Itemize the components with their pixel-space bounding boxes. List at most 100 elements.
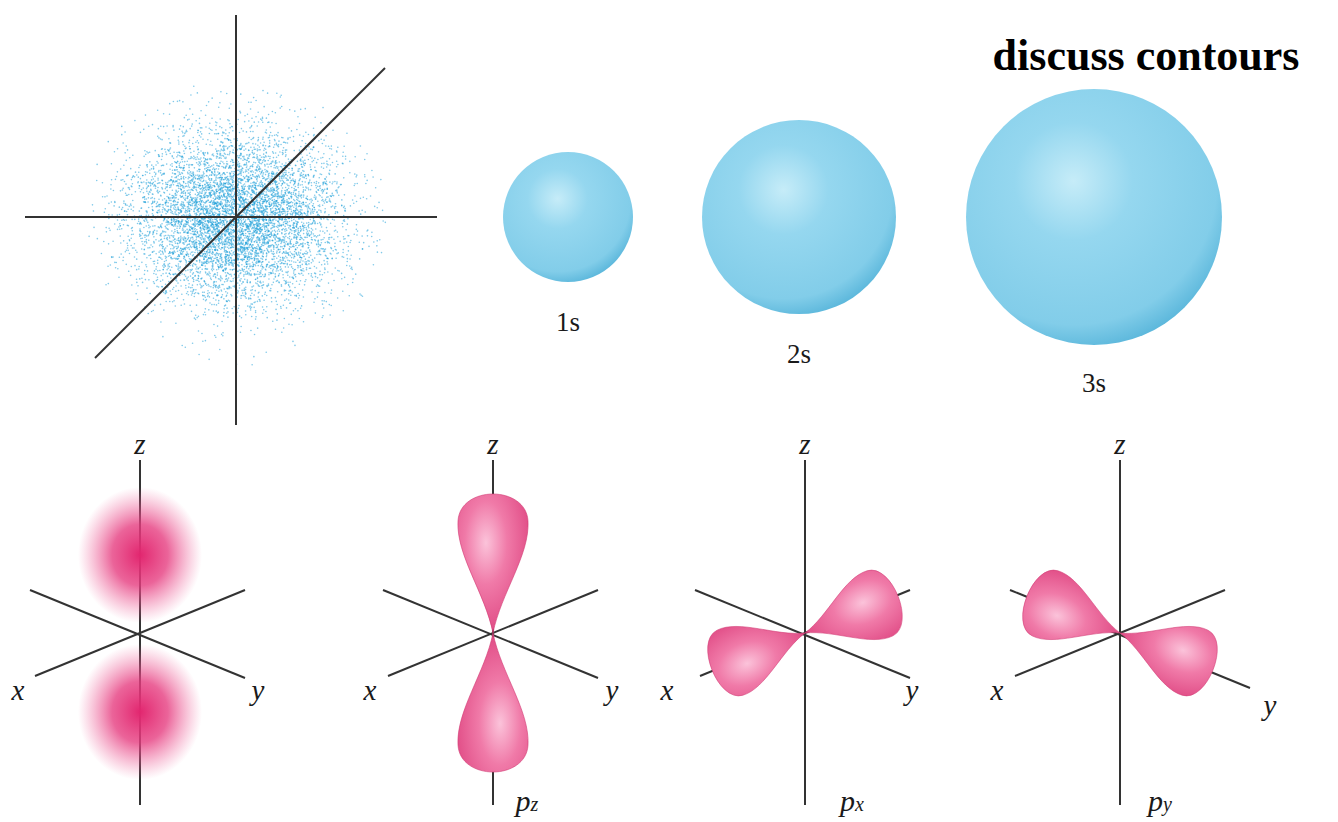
cloud-dot (186, 251, 188, 253)
cloud-dot (322, 315, 324, 317)
cloud-dot (241, 283, 243, 285)
cloud-dot (219, 195, 221, 197)
cloud-dot (291, 168, 293, 170)
cloud-dot (250, 233, 252, 235)
cloud-dot (301, 305, 303, 307)
cloud-dot (219, 126, 221, 128)
cloud-dot (302, 289, 304, 291)
cloud-dot (200, 157, 202, 159)
cloud-dot (206, 105, 208, 107)
cloud-dot (172, 245, 174, 247)
cloud-dot (285, 261, 287, 263)
cloud-dot (231, 275, 233, 277)
cloud-dot (275, 244, 277, 246)
cloud-dot (274, 239, 276, 241)
cloud-dot (173, 257, 175, 259)
cloud-dot (162, 211, 164, 213)
cloud-dot (241, 290, 243, 292)
cloud-dot (221, 135, 223, 137)
cloud-dot (195, 315, 197, 317)
cloud-dot (146, 220, 148, 222)
cloud-dot (213, 285, 215, 287)
cloud-dot (268, 239, 270, 241)
cloud-dot (225, 129, 227, 131)
cloud-dot (266, 317, 268, 319)
cloud-dot (176, 227, 178, 229)
cloud-dot (124, 181, 126, 183)
cloud-dot (151, 311, 153, 313)
cloud-dot (211, 117, 213, 119)
cloud-dot (226, 288, 228, 290)
cloud-dot (276, 258, 278, 260)
cloud-dot (272, 220, 274, 222)
cloud-dot (122, 260, 124, 262)
cloud-dot (335, 213, 337, 215)
cloud-dot (250, 183, 252, 185)
cloud-dot (181, 130, 183, 132)
cloud-dot (142, 237, 144, 239)
cloud-dot (309, 223, 311, 225)
cloud-dot (313, 233, 315, 235)
cloud-dot (195, 319, 197, 321)
cloud-dot (187, 178, 189, 180)
cloud-dot (269, 156, 271, 158)
cloud-dot (215, 213, 217, 215)
cloud-dot (245, 233, 247, 235)
cloud-dot (313, 127, 315, 129)
cloud-dot (136, 282, 138, 284)
cloud-dot (165, 235, 167, 237)
cloud-dot (127, 209, 129, 211)
cloud-dot (338, 195, 340, 197)
cloud-dot (303, 189, 305, 191)
cloud-dot (187, 280, 189, 282)
cloud-dot (127, 235, 129, 237)
cloud-dot (316, 162, 318, 164)
cloud-dot (178, 187, 180, 189)
cloud-dot (120, 168, 122, 170)
cloud-dot (305, 189, 307, 191)
cloud-dot (214, 168, 216, 170)
cloud-dot (264, 157, 266, 159)
cloud-dot (189, 213, 191, 215)
cloud-dot (262, 258, 264, 260)
cloud-dot (111, 201, 113, 203)
cloud-dot (277, 245, 279, 247)
cloud-dot (234, 186, 236, 188)
cloud-dot (298, 191, 300, 193)
cloud-dot (170, 200, 172, 202)
cloud-dot (322, 157, 324, 159)
cloud-dot (297, 259, 299, 261)
cloud-dot (231, 226, 233, 228)
cloud-dot (257, 327, 259, 329)
cloud-dot (334, 230, 336, 232)
cloud-dot (149, 247, 151, 249)
cloud-dot (146, 242, 148, 244)
cloud-dot (167, 263, 169, 265)
cloud-dot (107, 141, 109, 143)
cloud-dot (129, 157, 131, 159)
cloud-dot (140, 132, 142, 134)
cloud-dot (305, 258, 307, 260)
cloud-dot (295, 179, 297, 181)
cloud-dot (153, 281, 155, 283)
cloud-dot (323, 153, 325, 155)
cloud-dot (169, 251, 171, 253)
cloud-dot (254, 253, 256, 255)
cloud-dot (342, 290, 344, 292)
cloud-dot (382, 210, 384, 212)
cloud-dot (244, 121, 246, 123)
cloud-dot (342, 310, 344, 312)
cloud-dot (356, 174, 358, 176)
cloud-dot (210, 279, 212, 281)
cloud-dot (252, 174, 254, 176)
cloud-dot (290, 264, 292, 266)
cloud-dot (344, 220, 346, 222)
cloud-dot (280, 268, 282, 270)
cloud-dot (337, 164, 339, 166)
cloud-dot (194, 293, 196, 295)
cloud-dot (239, 111, 241, 113)
cloud-dot (162, 183, 164, 185)
cloud-dot (277, 198, 279, 200)
cloud-dot (120, 179, 122, 181)
